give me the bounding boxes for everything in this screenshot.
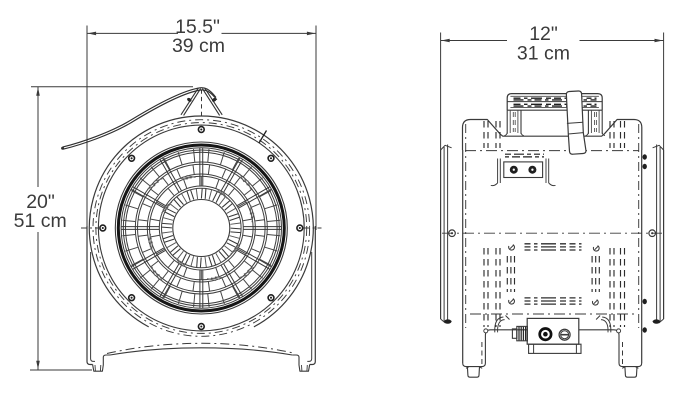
svg-text:20": 20" [26,191,55,213]
svg-text:15.5": 15.5" [175,16,220,38]
svg-text:12": 12" [529,23,558,45]
svg-text:51 cm: 51 cm [14,210,67,232]
svg-text:39 cm: 39 cm [172,35,225,57]
svg-text:31 cm: 31 cm [517,42,570,64]
